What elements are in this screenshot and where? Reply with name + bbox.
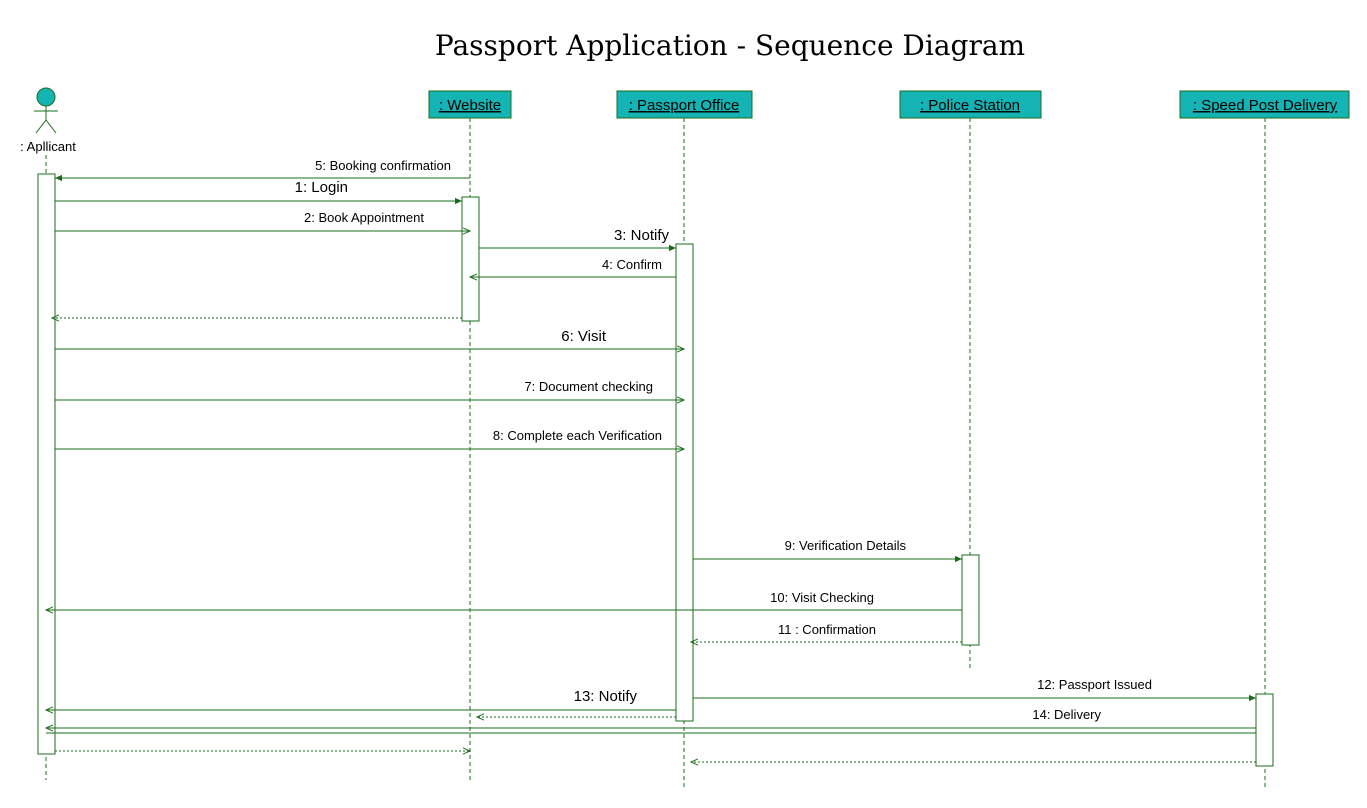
activation-applicant [37,173,56,755]
message-label: 11 : Confirmation [778,622,876,637]
message-label: 3: Notify [614,227,670,244]
message-label: 7: Document checking [524,379,653,394]
message-label: 5: Booking confirmation [315,158,451,173]
participant-speed-post: : Speed Post Delivery [1179,90,1350,119]
participant-website: : Website [428,90,512,119]
participant-passport-office: : Passport Office [616,90,753,119]
message-labels: 5: Booking confirmation 1: Login 2: Book… [295,158,1152,722]
activation-website [461,196,480,322]
activation-post [1255,693,1274,767]
activation-police [961,554,980,646]
participant-label: : Speed Post Delivery [1193,97,1338,114]
participant-box [1179,90,1350,119]
messages [46,174,1256,762]
message-label: 14: Delivery [1032,707,1101,722]
actor-applicant: : Apllicant [20,87,76,154]
message-label: 4: Confirm [602,257,662,272]
participant-box [899,90,1042,119]
message-label: 8: Complete each Verification [493,428,662,443]
message-label: 6: Visit [561,328,607,345]
diagram-title: Passport Application - Sequence Diagram [435,29,1025,62]
message-label: 12: Passport Issued [1037,677,1152,692]
actor-right-leg [45,119,57,134]
participant-box [428,90,512,119]
message-label: 9: Verification Details [785,538,907,553]
message-label: 10: Visit Checking [770,590,874,605]
activation-office [675,243,694,722]
participant-label: : Police Station [920,97,1020,114]
actor-head-icon [36,87,56,107]
message-label: 13: Notify [574,688,638,705]
participant-label: : Website [439,97,501,114]
actor-left-leg [35,119,47,134]
message-label: 1: Login [295,179,348,196]
message-label: 2: Book Appointment [304,210,424,225]
participant-box [616,90,753,119]
actor-label: : Apllicant [20,139,76,154]
participant-police-station: : Police Station [899,90,1042,119]
participant-label: : Passport Office [629,97,740,114]
